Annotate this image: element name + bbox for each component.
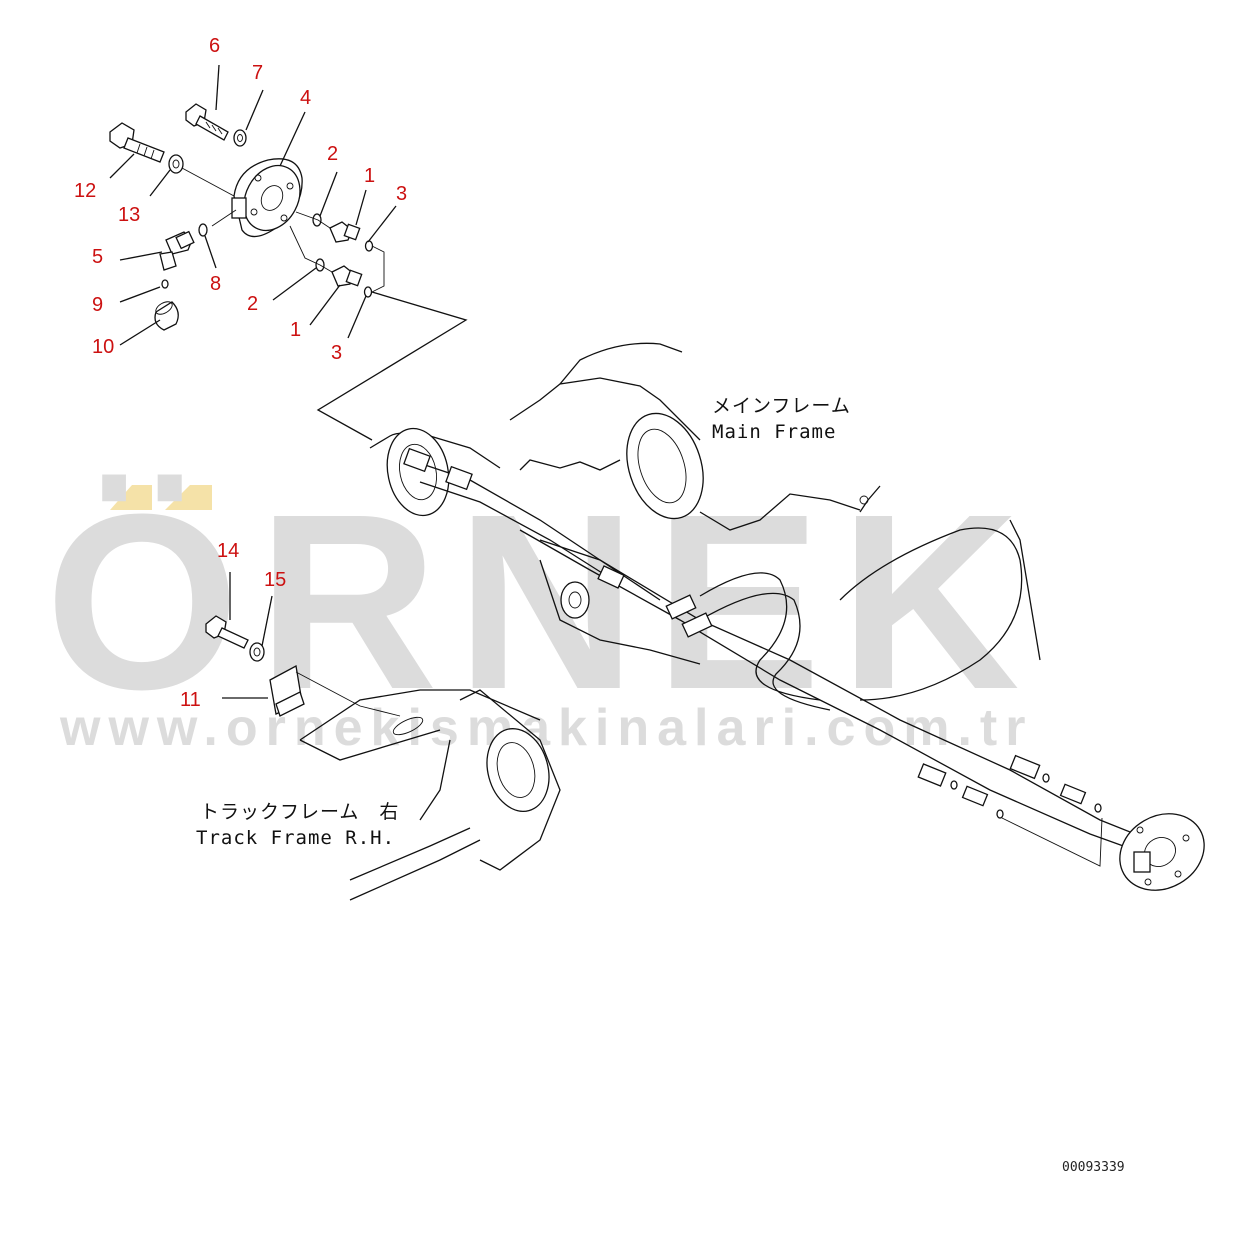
callout-4: 4 <box>300 87 311 109</box>
track-frame-label-jp: トラックフレーム 右 <box>200 801 399 823</box>
callout-1-lower: 1 <box>290 319 301 341</box>
callout-1-upper: 1 <box>364 165 375 187</box>
cap-8 <box>154 301 179 331</box>
bolt-11 <box>109 122 165 163</box>
elbow-fitting-5 <box>159 230 195 271</box>
exploded-parts-group <box>109 103 468 441</box>
watermark: ÖRNEK www.ornekismakinalari.com.tr <box>45 462 1033 757</box>
track-frame-drawing <box>205 615 561 901</box>
callouts: 6 7 4 12 13 2 1 3 5 8 9 10 2 1 3 14 15 1… <box>74 35 407 711</box>
main-frame-drawing <box>369 342 1205 891</box>
callout-12: 13 <box>118 204 140 226</box>
frame-labels: メインフレーム Main Frame トラックフレーム 右 Track Fram… <box>196 395 851 849</box>
washer-12 <box>168 154 184 174</box>
watermark-accent-left <box>110 485 152 510</box>
o-ring-3-upper <box>364 240 374 252</box>
clip-plate-13 <box>269 664 305 717</box>
track-frame-label-en: Track Frame R.H. <box>196 827 395 849</box>
document-id: 00093339 <box>1062 1160 1125 1175</box>
washer-10 <box>233 129 247 147</box>
callout-2-upper: 2 <box>327 143 338 165</box>
bolt-14 <box>205 615 249 649</box>
o-ring-7 <box>161 279 169 289</box>
connector-1-upper <box>329 221 361 243</box>
callout-11: 12 <box>74 180 96 202</box>
callout-3-lower: 3 <box>331 342 342 364</box>
callout-3-upper: 3 <box>396 183 407 205</box>
callout-13: 11 <box>180 689 201 711</box>
callout-6: 8 <box>210 273 221 295</box>
connector-1-lower <box>331 265 363 287</box>
washer-15 <box>249 642 265 662</box>
callout-14: 14 <box>217 540 239 562</box>
bolt-9 <box>185 103 229 141</box>
watermark-accent-right <box>165 485 212 510</box>
main-frame-label-jp: メインフレーム <box>712 395 851 417</box>
callout-9: 6 <box>209 35 220 57</box>
callout-7: 9 <box>92 294 103 316</box>
callout-10: 7 <box>252 62 263 84</box>
o-ring-3-lower <box>363 286 373 298</box>
watermark-url: www.ornekismakinalari.com.tr <box>59 699 1033 757</box>
callout-8: 10 <box>92 336 114 358</box>
flange-4 <box>231 158 303 238</box>
o-ring-6 <box>198 223 208 237</box>
callout-5: 5 <box>92 246 103 268</box>
main-frame-label-en: Main Frame <box>712 421 836 443</box>
callout-15: 15 <box>264 569 286 591</box>
callout-2-lower: 2 <box>247 293 258 315</box>
